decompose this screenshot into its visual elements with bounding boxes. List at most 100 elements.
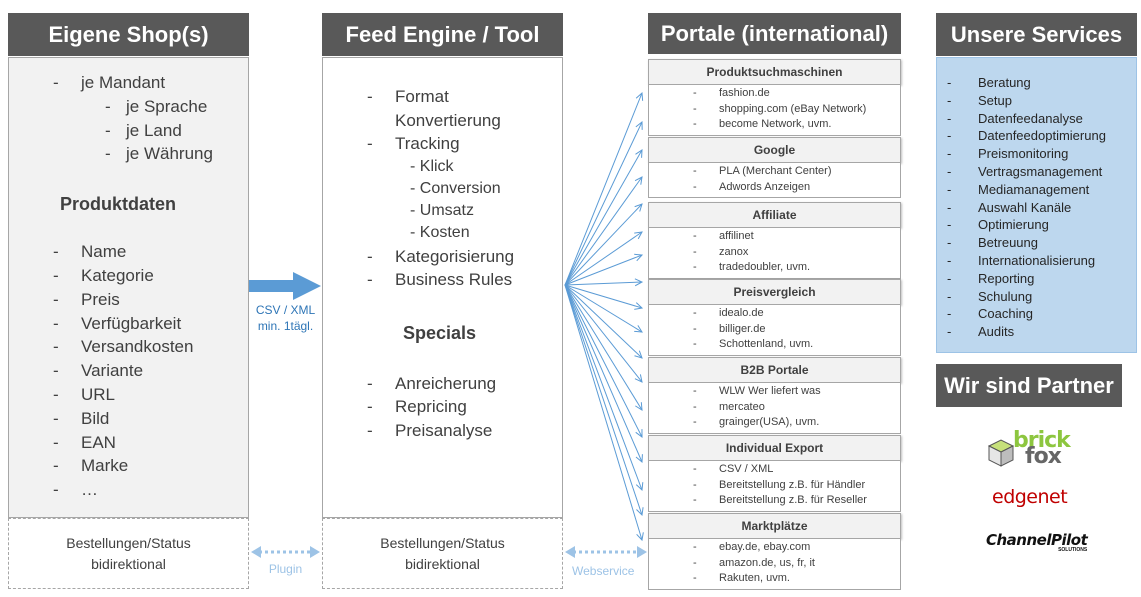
portal-title: Preisvergleich — [648, 279, 901, 305]
fan-arrow-head — [635, 149, 643, 158]
fan-arrow-head — [635, 429, 643, 438]
list-item: Anreicherung — [323, 372, 562, 396]
list-item: Preismonitoring — [937, 145, 1136, 163]
portal-group: Affiliateaffilinetzanoxtradedoubler, uvm… — [648, 202, 901, 279]
fan-arrow-head — [634, 278, 644, 287]
list-item: Tracking — [323, 132, 562, 156]
csv-label: CSV / XML min. 1tägl. — [249, 302, 322, 334]
fan-arrow-head — [634, 231, 643, 240]
services-box: BeratungSetupDatenfeedanalyseDatenfeedop… — [936, 57, 1137, 353]
specials-list: AnreicherungRepricingPreisanalyse — [323, 372, 562, 443]
list-item: je Währung — [9, 142, 248, 166]
fan-arrow-line — [564, 284, 643, 438]
list-item: Repricing — [323, 395, 562, 419]
fan-arrow-head — [636, 507, 644, 517]
list-item: affilinet — [649, 229, 900, 245]
list-item: Beratung — [937, 74, 1136, 92]
fan-arrow-line — [564, 284, 643, 309]
list-item: Konvertierung — [395, 110, 501, 130]
webservice-arrow — [565, 546, 647, 558]
portal-group: Marktplätzeebay.de, ebay.comamazon.de, u… — [648, 513, 901, 590]
list-item: Format — [323, 85, 562, 109]
fan-arrow-line — [564, 284, 643, 541]
brickfox-fox-text: fox — [1025, 444, 1062, 469]
fan-arrow-head — [634, 302, 644, 310]
portal-title: B2B Portale — [648, 357, 901, 383]
portale-header: Portale (international) — [648, 13, 901, 54]
list-item: Bereitstellung z.B. für Händler — [649, 478, 900, 494]
fan-arrow-line — [564, 281, 643, 286]
list-item: Vertragsmanagement — [937, 163, 1136, 181]
list-item: grainger(USA), uvm. — [649, 415, 900, 431]
fan-arrow-head — [635, 91, 644, 101]
feed-orders-line2: bidirektional — [405, 555, 480, 572]
list-item: Auswahl Kanäle — [937, 199, 1136, 217]
portal-items: affilinetzanoxtradedoubler, uvm. — [649, 229, 900, 276]
feed-orders-line1: Bestellungen/Status — [380, 534, 505, 551]
list-item: Adwords Anzeigen — [649, 180, 900, 196]
list-item: Preis — [9, 288, 248, 312]
shops-orders-line1: Bestellungen/Status — [66, 534, 191, 551]
list-item: Business Rules — [323, 268, 562, 292]
list-item: Setup — [937, 92, 1136, 110]
list-item: shopping.com (eBay Network) — [649, 102, 900, 118]
fan-arrow-line — [564, 284, 643, 463]
fan-arrow-line — [564, 203, 643, 286]
fan-arrow-head — [635, 482, 644, 492]
fan-arrow-head — [634, 325, 643, 333]
portal-group: GooglePLA (Merchant Center)Adwords Anzei… — [648, 137, 901, 198]
fan-arrow-line — [564, 284, 643, 516]
fan-arrow-line — [564, 254, 643, 286]
plugin-label: Plugin — [268, 562, 303, 576]
shops-orders-box: Bestellungen/Status bidirektional — [8, 518, 249, 589]
list-item: idealo.de — [649, 306, 900, 322]
channelpilot-text: ChannelPilot — [986, 531, 1088, 549]
fan-arrow-line — [564, 284, 643, 411]
shops-box: je Mandantje Spracheje Landje Währung Pr… — [8, 57, 249, 518]
portal-title: Google — [648, 137, 901, 163]
services-header: Unsere Services — [936, 13, 1137, 56]
services-list: BeratungSetupDatenfeedanalyseDatenfeedop… — [937, 74, 1136, 341]
brickfox-cube-icon — [987, 439, 1015, 467]
list-item: - Klick — [410, 157, 454, 175]
portal-title: Affiliate — [648, 202, 901, 228]
list-item: zanox — [649, 245, 900, 261]
fan-arrow-line — [564, 284, 643, 383]
portal-items: PLA (Merchant Center)Adwords Anzeigen — [649, 164, 900, 195]
list-item: Name — [9, 240, 248, 264]
list-item: Internationalisierung — [937, 252, 1136, 270]
partner-header-text: Wir sind Partner — [944, 372, 1114, 398]
list-item: Marke — [9, 454, 248, 478]
fan-arrow-head — [636, 532, 644, 542]
list-item: billiger.de — [649, 322, 900, 338]
list-item: Betreuung — [937, 234, 1136, 252]
partner-header: Wir sind Partner — [936, 364, 1122, 407]
list-item: Coaching — [937, 305, 1136, 323]
csv-arrow — [249, 272, 321, 300]
portal-items: WLW Wer liefert wasmercateograinger(USA)… — [649, 384, 900, 431]
list-item: Versandkosten — [9, 335, 248, 359]
list-item: mercateo — [649, 400, 900, 416]
feed-engine-list: FormatKonvertierungTracking- Klick - Conv… — [323, 85, 562, 292]
list-item: Variante — [9, 359, 248, 383]
list-item: Kategorisierung — [323, 245, 562, 269]
portal-group: Individual ExportCSV / XMLBereitstellung… — [648, 435, 901, 512]
list-item: - Conversion — [410, 179, 501, 197]
plugin-arrow — [251, 546, 320, 558]
list-item: EAN — [9, 431, 248, 455]
fan-arrow-line — [564, 149, 643, 286]
list-item: Rakuten, uvm. — [649, 571, 900, 587]
portal-body: fashion.deshopping.com (eBay Network)bec… — [648, 85, 901, 136]
portal-body: affilinetzanoxtradedoubler, uvm. — [648, 228, 901, 279]
list-item: CSV / XML — [649, 462, 900, 478]
list-item: je Mandant — [9, 71, 248, 95]
fan-arrow-head — [634, 253, 644, 262]
specials-title: Specials — [403, 322, 477, 343]
list-item: Bereitstellung z.B. für Reseller — [649, 493, 900, 509]
list-item: Mediamanagement — [937, 181, 1136, 199]
portal-group: Produktsuchmaschinenfashion.deshopping.c… — [648, 59, 901, 136]
csv-label-line2: min. 1tägl. — [257, 319, 314, 333]
edgenet-logo: edgenet — [992, 486, 1068, 508]
list-item: ebay.de, ebay.com — [649, 540, 900, 556]
portal-title: Produktsuchmaschinen — [648, 59, 901, 85]
